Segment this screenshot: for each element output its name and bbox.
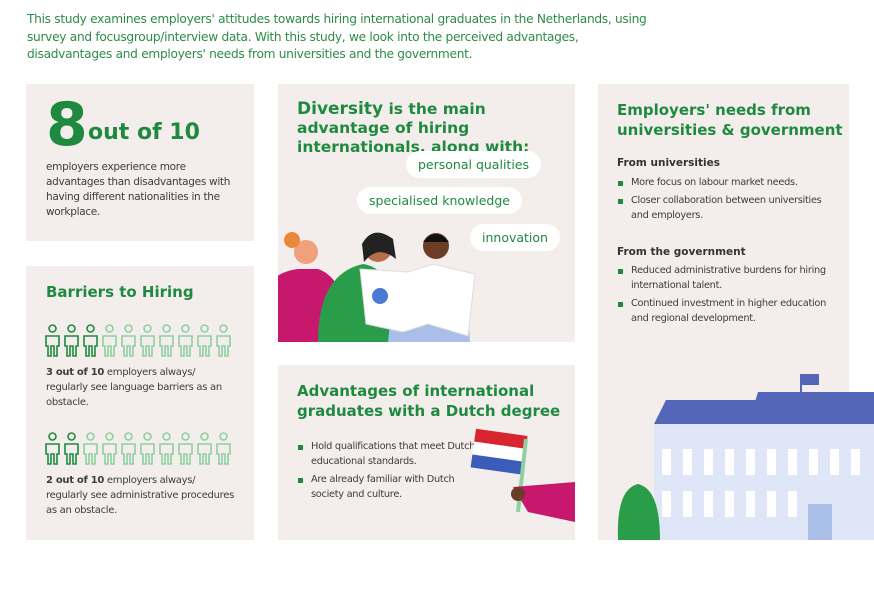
people-icons-row [44,324,232,358]
intro-text: This study examines employers' attitudes… [27,12,647,61]
list-item: Continued investment in higher education… [617,296,837,326]
universities-heading: From universities [617,157,721,169]
list-item: Closer collaboration between universitie… [617,193,837,223]
person-outline-icon [159,432,174,465]
person-outline-icon [121,432,136,465]
people-with-map-illustration [278,232,476,342]
stat-text: employers experience more advantages tha… [46,161,231,218]
person-outline-icon [197,432,212,465]
barrier-text: 3 out of 10 employers always/ regularly … [46,367,222,408]
list-item: Reduced administrative burdens for hirin… [617,263,837,293]
person-filled-icon [83,324,98,357]
advantages-list: Hold qualifications that meet Dutch educ… [297,439,477,505]
person-outline-icon [178,324,193,357]
pill-personal-qualities: personal qualities [406,151,541,178]
diversity-title: Diversity is the main advantage of hirin… [297,99,530,157]
person-outline-icon [140,432,155,465]
stat-suffix: out of 10 [88,120,200,145]
pill-specialised-knowledge: specialised knowledge [357,187,522,214]
stat-number: 8 [46,90,88,160]
person-filled-icon [64,432,79,465]
advantages-card: Advantages of international graduates wi… [278,365,575,540]
person-filled-icon [45,432,60,465]
stat-card: 8 out of 10 employers experience more ad… [26,84,254,241]
person-outline-icon [159,324,174,357]
diversity-card: Diversity is the main advantage of hirin… [278,84,575,342]
person-outline-icon [178,432,193,465]
person-outline-icon [83,432,98,465]
list-item: Are already familiar with Dutch society … [297,472,477,502]
person-outline-icon [102,432,117,465]
list-item: More focus on labour market needs. [617,175,837,190]
universities-list: More focus on labour market needs. Close… [617,175,837,226]
person-outline-icon [121,324,136,357]
needs-card: Employers' needs from universities & gov… [598,84,874,540]
advantages-title: Advantages of international graduates wi… [297,382,561,420]
person-filled-icon [64,324,79,357]
person-outline-icon [216,432,231,465]
government-list: Reduced administrative burdens for hirin… [617,263,837,329]
person-outline-icon [102,324,117,357]
person-outline-icon [216,324,231,357]
person-outline-icon [140,324,155,357]
needs-title: Employers' needs from universities & gov… [617,101,843,139]
barrier-text: 2 out of 10 employers always/ regularly … [46,475,234,516]
pill-innovation: innovation [470,224,560,251]
university-building-illustration [617,374,874,540]
barriers-title: Barriers to Hiring [46,283,194,301]
barriers-card: Barriers to Hiring 3 out of 10 employers… [26,266,254,540]
person-filled-icon [45,324,60,357]
dutch-flag-illustration [470,428,575,522]
person-outline-icon [197,324,212,357]
people-icons-row [44,432,232,466]
list-item: Hold qualifications that meet Dutch educ… [297,439,477,469]
government-heading: From the government [617,246,746,258]
